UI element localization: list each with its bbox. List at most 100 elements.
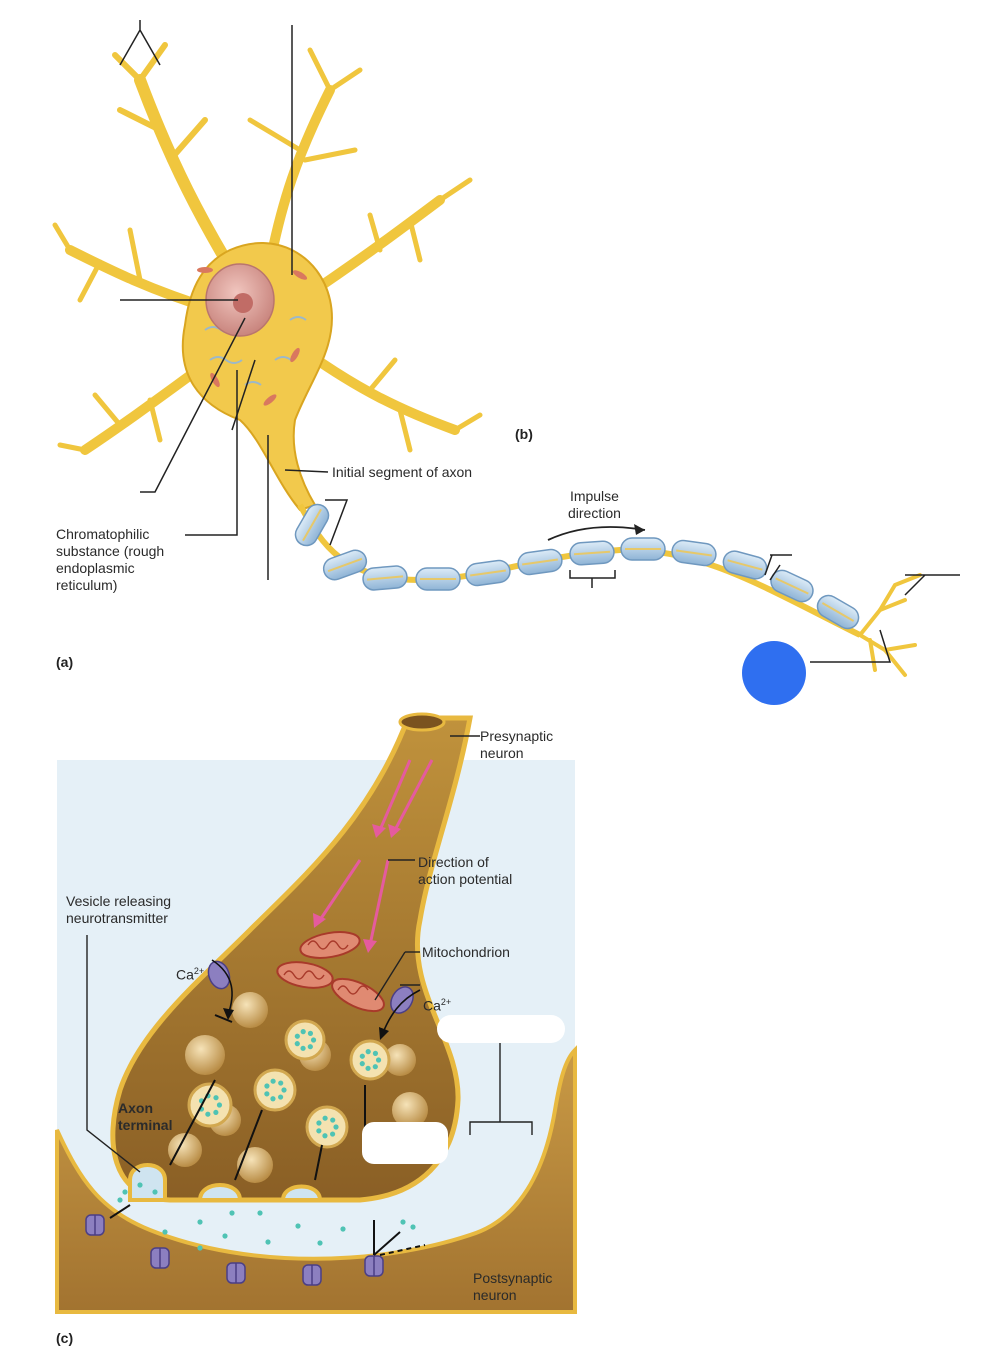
- mitochondria: [276, 931, 385, 1013]
- myelin-segment: [294, 503, 330, 547]
- myelin-segment: [816, 594, 860, 630]
- ca-charge: 2+: [193, 966, 205, 976]
- label-initial-segment: Initial segment of axon: [332, 464, 473, 480]
- caption-b: (b): [515, 426, 533, 442]
- receptor: [85, 1214, 105, 1236]
- neurotransmitter-dot: [278, 1080, 284, 1086]
- label-direction-action-potential: Direction of action potential: [418, 854, 513, 887]
- mask-center: [362, 1122, 448, 1164]
- myelin-segment-core: [327, 557, 363, 573]
- myelin-segment: [322, 549, 368, 581]
- neurotransmitter-dot: [162, 1229, 168, 1235]
- myelin-segment: [465, 559, 511, 587]
- neurotransmitter-dot: [216, 1102, 223, 1108]
- neurotransmitter-dot: [270, 1096, 276, 1102]
- mask-right: [437, 1015, 565, 1043]
- neurotransmitter-dot: [264, 1091, 270, 1097]
- neurotransmitter-dot: [400, 1219, 406, 1225]
- leader-lines-c: [86, 735, 533, 1173]
- label-mitochondrion: Mitochondrion: [422, 944, 510, 960]
- neurotransmitter-dot: [152, 1189, 158, 1195]
- myelin-segment-core: [676, 549, 712, 557]
- neurotransmitter-dot: [333, 1124, 339, 1130]
- neurotransmitter-dot: [359, 1061, 365, 1067]
- neurotransmitter-dot: [137, 1182, 143, 1188]
- presynaptic-terminal: [110, 715, 473, 1203]
- mitochondria-specks: [197, 267, 308, 406]
- receptor: [302, 1264, 322, 1286]
- vesicle: [237, 1147, 273, 1183]
- neuron-panel-a: [52, 20, 960, 705]
- myelin-sheath: [294, 503, 860, 630]
- myelin-segment: [722, 550, 768, 580]
- label-postsynaptic-neuron: Postsynaptic neuron: [473, 1270, 553, 1303]
- arrowheads-pink: [313, 824, 401, 953]
- label-chromatophilic-substance: Chromatophilic substance (rough endoplas…: [56, 526, 165, 593]
- neurotransmitter-dot: [310, 1037, 317, 1043]
- neurotransmitter-dot: [117, 1197, 123, 1203]
- neurotransmitter-dot: [294, 1033, 300, 1039]
- action-potential-arrows: [318, 759, 434, 946]
- neurotransmitter-dot: [281, 1087, 287, 1093]
- ca-symbol: Ca: [176, 966, 194, 983]
- neurotransmitter-dot: [265, 1239, 271, 1245]
- neurotransmitter-dot: [222, 1233, 228, 1239]
- label-calcium-right: Ca2+: [423, 977, 451, 1015]
- vesicle: [232, 992, 268, 1028]
- caption-a: (a): [56, 654, 74, 670]
- neurotransmitter-dot: [317, 1240, 323, 1246]
- neurotransmitter-dot: [375, 1057, 382, 1063]
- nucleolus: [233, 293, 253, 313]
- neurotransmitter-dot: [257, 1210, 263, 1216]
- myelin-segment: [362, 565, 408, 591]
- myelin-segment-core: [573, 550, 611, 556]
- myelin-segment-core: [366, 575, 404, 581]
- myelin-segment: [415, 567, 461, 591]
- leader-lines: [119, 20, 960, 663]
- neurotransmitter-dot: [316, 1128, 322, 1134]
- caption-c: (c): [56, 1330, 74, 1346]
- myelin-segment: [517, 548, 563, 576]
- vesicle-with-neurotransmitter: [349, 1039, 391, 1081]
- neurotransmitter-dot: [300, 1029, 306, 1035]
- vesicle-with-neurotransmitter: [284, 1019, 326, 1061]
- myelin-segment-core: [470, 569, 506, 577]
- myelin-segment: [620, 537, 666, 561]
- neurotransmitter-dot: [359, 1053, 365, 1059]
- vesicle-membrane: [284, 1019, 326, 1061]
- blue-marker-dot: [742, 641, 806, 705]
- neurotransmitter-dot: [307, 1044, 313, 1050]
- myelin-segment-core: [302, 508, 322, 542]
- neurotransmitter-dot: [294, 1041, 300, 1047]
- ca-symbol: Ca: [423, 997, 441, 1014]
- neurotransmitter-dot: [322, 1133, 328, 1139]
- neurotransmitter-dot: [197, 1245, 203, 1251]
- myelin-segment-core: [522, 558, 558, 566]
- neurotransmitter-dot: [229, 1210, 235, 1216]
- neurotransmitter-dot: [300, 1045, 306, 1051]
- myelin-segment-core: [821, 602, 855, 622]
- label-calcium-left: Ca2+: [176, 946, 204, 984]
- label-axon-terminal: Axon terminal: [118, 1100, 173, 1133]
- neurotransmitter-dot: [295, 1223, 301, 1229]
- neurotransmitter-molecules: [117, 1182, 416, 1251]
- receptor: [226, 1262, 246, 1284]
- neurotransmitter-dot: [213, 1095, 219, 1101]
- neurotransmitter-dot: [277, 1094, 284, 1100]
- calcium-channels: [207, 960, 414, 1014]
- vesicle-with-neurotransmitter: [305, 1105, 349, 1149]
- neurotransmitter-dot: [205, 1111, 211, 1117]
- neurotransmitter-dot: [372, 1064, 378, 1070]
- mito-cristae: [283, 940, 369, 995]
- vesicle-with-neurotransmitter: [253, 1068, 297, 1112]
- neurotransmitter-dot: [122, 1189, 128, 1195]
- label-vesicle-releasing: Vesicle releasing neurotransmitter: [66, 893, 172, 926]
- vesicle: [185, 1035, 225, 1075]
- receptors: [85, 1214, 384, 1286]
- myelin-segment-core: [775, 577, 809, 595]
- neurotransmitter-dot: [372, 1050, 379, 1056]
- neurotransmitter-dot: [270, 1078, 276, 1084]
- impulse-arrowhead: [634, 524, 645, 535]
- neurotransmitter-dot: [340, 1226, 346, 1232]
